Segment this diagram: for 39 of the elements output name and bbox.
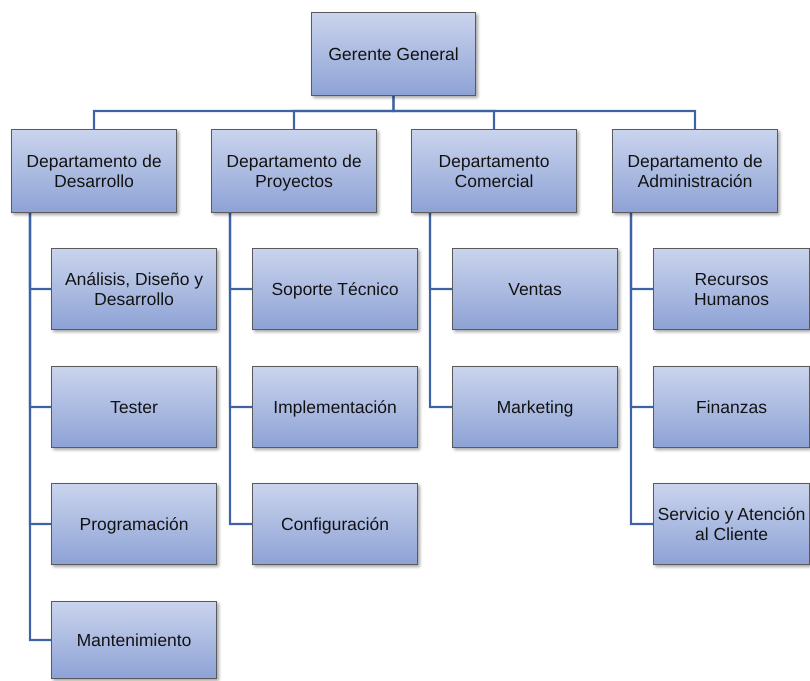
box-label: Departamento de Proyectos <box>225 151 363 191</box>
box-label: Ventas <box>508 279 562 299</box>
org-box <box>51 483 217 565</box>
box-label: Marketing <box>496 397 574 417</box>
org-box <box>11 129 177 213</box>
connector-line <box>28 213 51 642</box>
box-label: Servicio y Atención al Cliente <box>656 504 806 544</box>
org-box <box>51 601 217 679</box>
org-box <box>653 248 810 330</box>
box-label: Mantenimiento <box>76 630 192 650</box>
org-box <box>452 366 618 448</box>
box-label: Finanzas <box>696 397 767 417</box>
org-box <box>252 248 418 330</box>
connector-line <box>392 96 696 129</box>
box-label: Programación <box>80 514 188 534</box>
box-label: Departamento de Desarrollo <box>25 151 163 191</box>
box-label: Departamento de Administración <box>626 151 764 191</box>
org-box <box>311 12 476 96</box>
box-label: Tester <box>110 397 158 417</box>
connector-line <box>428 213 452 408</box>
box-label: Soporte Técnico <box>271 279 399 299</box>
org-box <box>211 129 377 213</box>
box-label: Análisis, Diseño y Desarrollo <box>64 269 204 309</box>
box-label: Recursos Humanos <box>693 269 770 309</box>
org-box <box>653 366 810 448</box>
box-label: Configuración <box>281 514 389 534</box>
org-box <box>51 366 217 448</box>
org-box <box>653 483 810 565</box>
connector-line <box>228 213 252 526</box>
box-label: Implementación <box>273 397 397 417</box>
org-box <box>51 248 217 330</box>
org-box <box>252 483 418 565</box>
box-label: Gerente General <box>328 44 459 64</box>
org-box <box>452 248 618 330</box>
org-box <box>252 366 418 448</box>
box-label: Departamento Comercial <box>438 151 550 191</box>
org-box <box>411 129 577 213</box>
connector-line <box>630 213 653 526</box>
org-box <box>612 129 778 213</box>
